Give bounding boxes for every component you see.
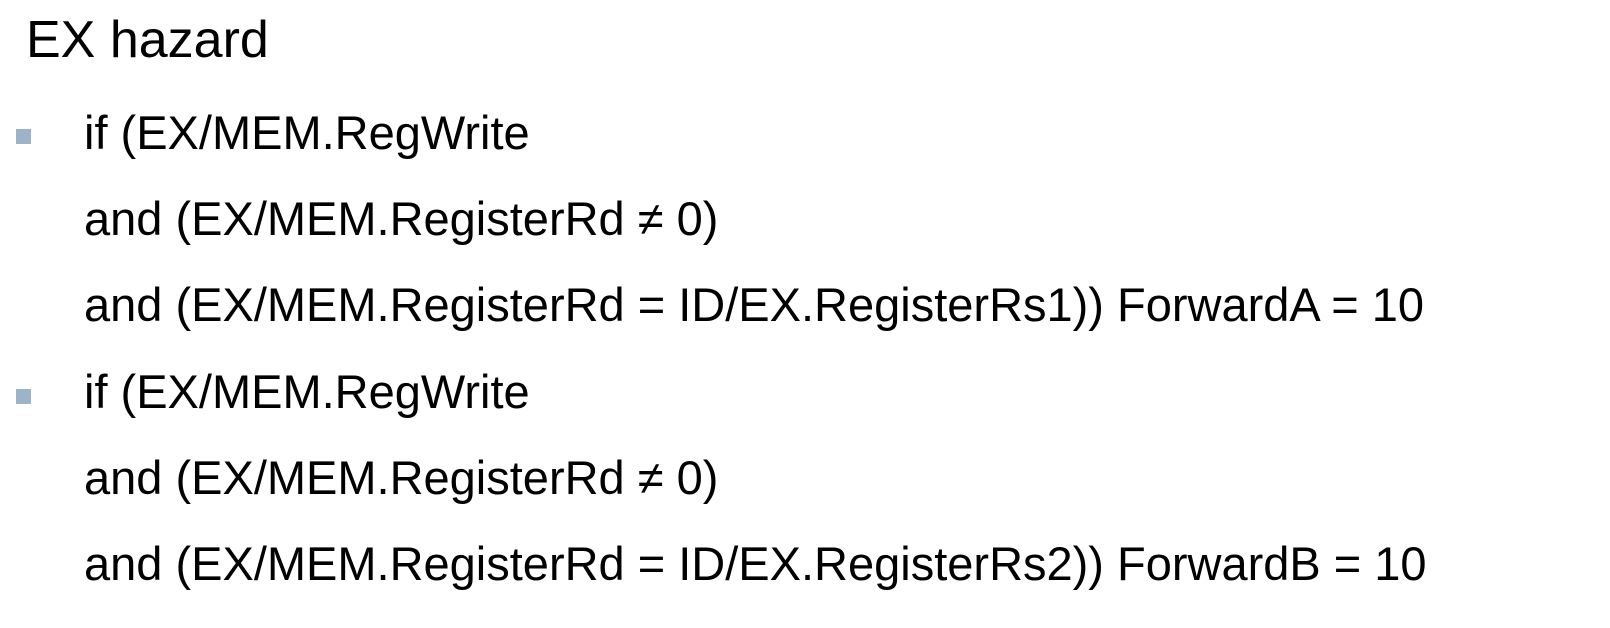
condition-line: and (EX/MEM.RegisterRd = ID/EX.RegisterR…: [84, 537, 1427, 590]
condition-line: if (EX/MEM.RegWrite: [84, 365, 530, 418]
condition-line: if (EX/MEM.RegWrite: [84, 106, 530, 159]
condition-line: and (EX/MEM.RegisterRd ≠ 0): [84, 192, 719, 245]
bullet-square-icon: [16, 129, 31, 144]
slide-title: EX hazard: [26, 11, 269, 69]
condition-line: and (EX/MEM.RegisterRd ≠ 0): [84, 451, 719, 504]
condition-line: and (EX/MEM.RegisterRd = ID/EX.RegisterR…: [84, 278, 1424, 331]
bullet-square-icon: [16, 389, 31, 404]
